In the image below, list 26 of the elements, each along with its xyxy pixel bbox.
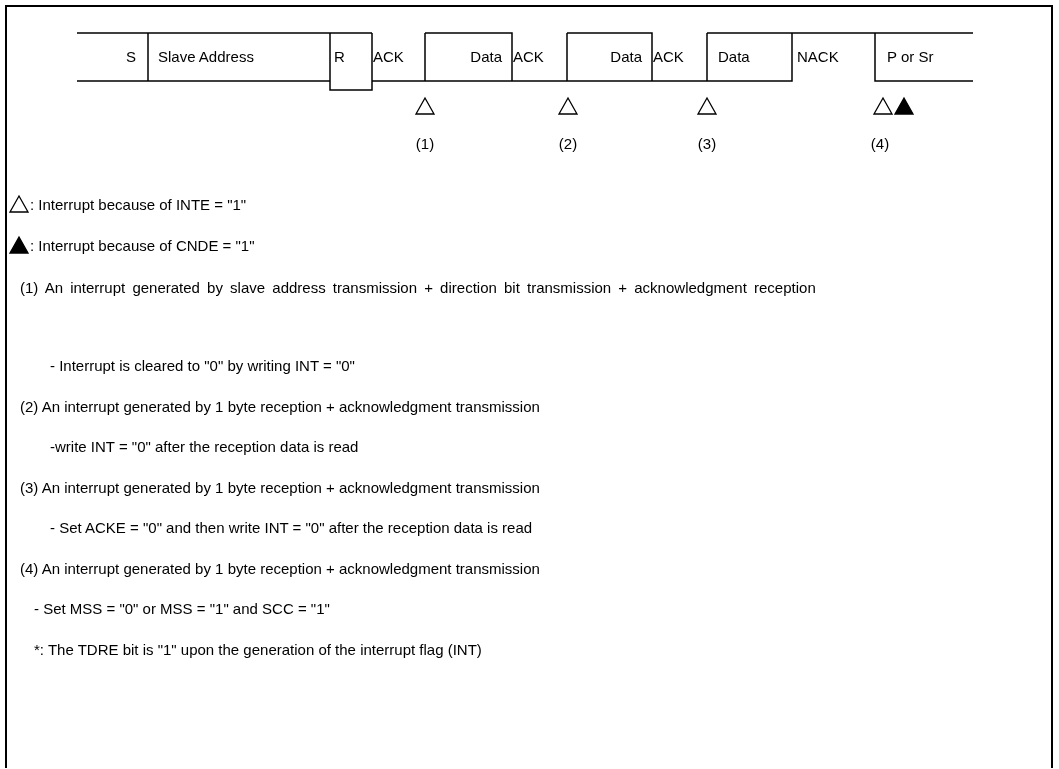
field-name: Data <box>470 48 502 66</box>
callout-number: (4) <box>870 135 890 153</box>
note-text: (3) An interrupt generated by 1 byte reception + acknowledgment transmission <box>20 479 540 497</box>
note-text: (4) An interrupt generated by 1 byte reception + acknowledgment transmission <box>20 560 540 578</box>
field-name: P or Sr <box>887 48 934 66</box>
note-text: - Interrupt is cleared to "0" by writing INT = "0" <box>50 357 355 375</box>
note-text: -write INT = "0" after the reception data is read <box>50 438 359 456</box>
note-text: (1) An interrupt generated by slave address transmission + direction bit transmission + acknowledgment reception <box>20 278 817 298</box>
field-name: ACK <box>373 48 404 66</box>
field-name: S <box>126 48 136 66</box>
callout-number: (2) <box>558 135 578 153</box>
field-name: Data <box>610 48 642 66</box>
legend-text: : Interrupt because of CNDE = "1" <box>30 237 255 255</box>
note-text: - Set ACKE = "0" and then write INT = "0" after the reception data is read <box>50 519 533 537</box>
footnote-text: *: The TDRE bit is "1" upon the generation of the interrupt flag (INT) <box>34 641 482 659</box>
field-name: R <box>334 48 345 66</box>
field-name: ACK <box>513 48 544 66</box>
field-name: ACK <box>653 48 684 66</box>
legend-text: : Interrupt because of INTE = "1" <box>30 196 247 214</box>
note-text: (2) An interrupt generated by 1 byte reception + acknowledgment transmission <box>20 398 540 416</box>
field-name: Data <box>718 48 750 66</box>
callout-number: (1) <box>415 135 435 153</box>
callout-number: (3) <box>697 135 717 153</box>
field-name: Slave Address <box>158 48 254 66</box>
field-name: NACK <box>797 48 839 66</box>
note-text: - Set MSS = "0" or MSS = "1" and SCC = "1" <box>34 600 330 618</box>
